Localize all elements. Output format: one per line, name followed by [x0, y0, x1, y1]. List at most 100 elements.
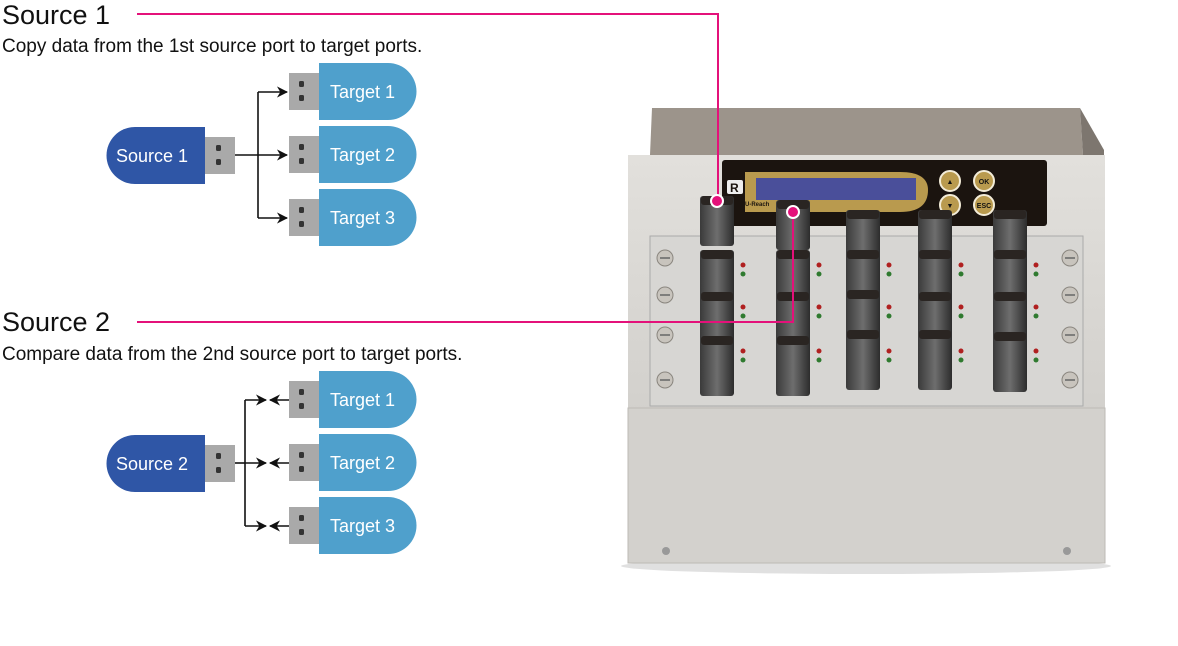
- stick-body: [106, 127, 205, 184]
- source-1-port-marker: [710, 194, 724, 208]
- plug-contact: [299, 144, 304, 150]
- status-led-red: [816, 304, 822, 310]
- usb-stick-in-port: [846, 290, 880, 340]
- usb-stick-in-port: [918, 330, 952, 390]
- usb-plug: [289, 381, 319, 418]
- screw: [1061, 371, 1079, 389]
- status-led-red: [886, 262, 892, 268]
- usb-plug: [289, 444, 319, 481]
- usb-stick-in-port: [846, 250, 880, 300]
- status-led-red: [816, 262, 822, 268]
- usb-stick-in-port: [918, 210, 952, 260]
- status-led-green: [1033, 313, 1039, 319]
- stick-body: [319, 434, 417, 491]
- status-led-red: [740, 304, 746, 310]
- screw: [656, 326, 674, 344]
- plug-contact: [299, 529, 304, 535]
- usb-duplicator-device: R ▲ OK ▼ ESC: [621, 108, 1111, 574]
- plug-contact: [216, 453, 221, 459]
- status-led-red: [958, 348, 964, 354]
- plug-contact: [299, 403, 304, 409]
- status-led-red: [958, 304, 964, 310]
- status-led-red: [958, 262, 964, 268]
- plug-contact: [216, 159, 221, 165]
- target-usb-stick: Target 3: [289, 189, 417, 247]
- plug-contact: [299, 389, 304, 395]
- usb-stick-in-port: [918, 292, 952, 342]
- plug-contact: [299, 466, 304, 472]
- stick-body: [106, 435, 205, 492]
- target-label: Target 2: [330, 453, 395, 473]
- source-label: Source 1: [116, 146, 188, 166]
- usb-plug: [289, 507, 319, 544]
- plug-contact: [216, 467, 221, 473]
- plug-contact: [299, 158, 304, 164]
- status-led-green: [886, 271, 892, 277]
- button-ok-label: OK: [979, 179, 990, 186]
- source-2-description: Compare data from the 2nd source port to…: [2, 344, 462, 365]
- status-led-green: [1033, 271, 1039, 277]
- plug-contact: [299, 452, 304, 458]
- stick-body: [319, 497, 417, 554]
- compare-mode-diagram: Source 2 Target 1 Target 2 Target 3: [106, 371, 417, 554]
- screw: [1061, 326, 1079, 344]
- button-up: ▲: [939, 170, 961, 192]
- usb-stick-in-port: [846, 210, 880, 260]
- source-usb-stick: Source 1: [106, 127, 235, 184]
- foot-screw: [662, 547, 670, 555]
- usb-stick-in-port: [993, 250, 1027, 300]
- screw: [1061, 286, 1079, 304]
- status-led-green: [1033, 357, 1039, 363]
- status-led-red: [886, 304, 892, 310]
- source-usb-stick: Source 2: [106, 435, 235, 492]
- source-label: Source 2: [116, 454, 188, 474]
- target-label: Target 2: [330, 145, 395, 165]
- plug-contact: [299, 221, 304, 227]
- status-led-green: [816, 357, 822, 363]
- target-usb-stick: Target 2: [289, 434, 417, 491]
- target-label: Target 1: [330, 390, 395, 410]
- usb-stick-in-port: [776, 336, 810, 396]
- status-led-red: [1033, 262, 1039, 268]
- button-down-label: ▼: [947, 203, 954, 210]
- connection-lines: [235, 394, 289, 532]
- logo-text: U-Reach: [745, 202, 770, 208]
- stick-body: [319, 126, 417, 183]
- stick-body: [319, 371, 417, 428]
- foot-screw: [1063, 547, 1071, 555]
- usb-plug: [205, 137, 235, 174]
- status-led-red: [1033, 304, 1039, 310]
- button-esc: ESC: [973, 194, 995, 216]
- screw: [1061, 249, 1079, 267]
- usb-plug: [205, 445, 235, 482]
- usb-stick-in-port: [993, 332, 1027, 392]
- device-front-lower: [627, 407, 1106, 564]
- usb-plug: [289, 199, 319, 236]
- lcd-screen: [756, 178, 916, 200]
- logo-letter: R: [730, 181, 739, 195]
- usb-stick-in-port: [700, 292, 734, 342]
- source-2-title: Source 2: [2, 307, 110, 337]
- status-led-green: [958, 271, 964, 277]
- status-led-green: [740, 357, 746, 363]
- status-led-green: [958, 357, 964, 363]
- status-led-green: [816, 313, 822, 319]
- screw: [656, 286, 674, 304]
- plug-contact: [216, 145, 221, 151]
- connection-lines: [235, 86, 289, 224]
- source-1-description: Copy data from the 1st source port to ta…: [2, 36, 422, 57]
- usb-stick-in-port: [700, 336, 734, 396]
- status-led-red: [1033, 348, 1039, 354]
- status-led-red: [816, 348, 822, 354]
- target-usb-stick: Target 1: [289, 371, 417, 428]
- status-led-red: [740, 262, 746, 268]
- target-usb-stick: Target 3: [289, 497, 417, 554]
- device-top-lid: [650, 108, 1083, 155]
- target-label: Target 3: [330, 208, 395, 228]
- status-led-red: [740, 348, 746, 354]
- target-usb-stick: Target 2: [289, 126, 417, 183]
- stick-body: [319, 63, 417, 120]
- status-led-green: [886, 357, 892, 363]
